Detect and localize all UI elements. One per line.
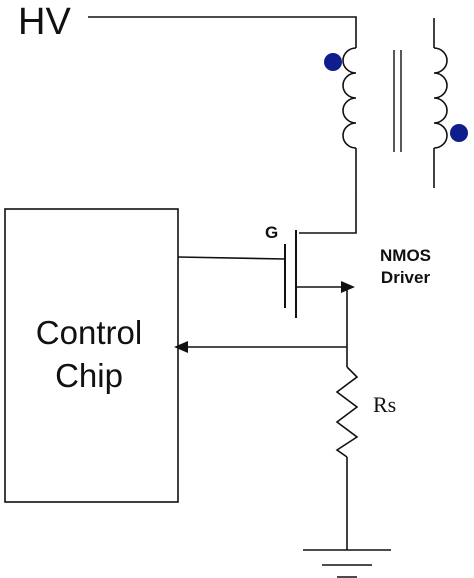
- source-arrowhead: [341, 281, 355, 293]
- primary-winding: [342, 47, 357, 149]
- sense-resistor-label: Rs: [373, 392, 397, 417]
- wiring: [4, 16, 448, 578]
- feedback-arrowhead: [174, 341, 188, 353]
- sense-resistor: [335, 366, 359, 458]
- nmos-driver-label: NMOS Driver: [380, 246, 431, 288]
- drain-wire: [299, 188, 357, 234]
- primary-polarity-dot: [324, 53, 342, 71]
- secondary-winding: [433, 47, 448, 149]
- secondary-polarity-dot: [450, 124, 468, 142]
- control-chip-box: [4, 208, 179, 503]
- hv-supply-label: HV: [18, 1, 71, 43]
- hv-wire: [88, 16, 357, 48]
- gate-label: G: [265, 223, 279, 242]
- control-chip-label: Control Chip: [35, 314, 143, 394]
- gate-drive-wire: [177, 256, 286, 260]
